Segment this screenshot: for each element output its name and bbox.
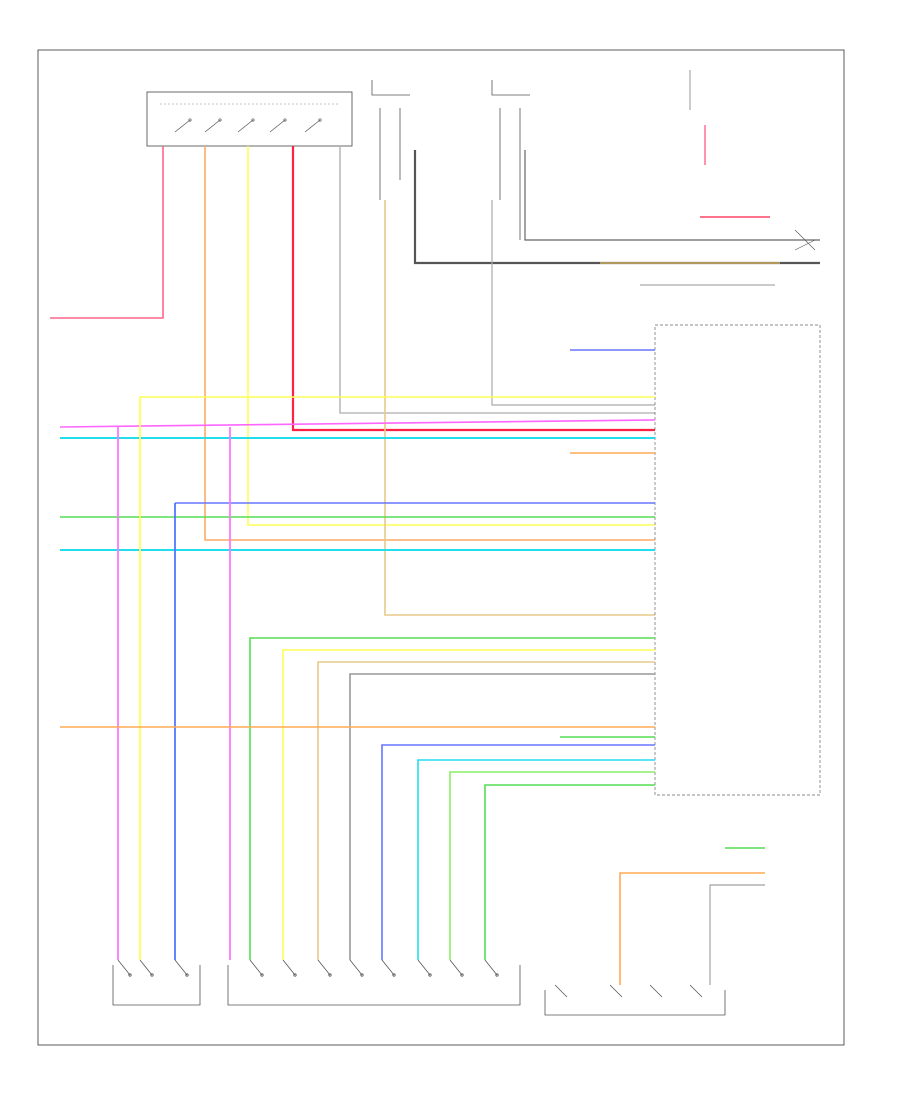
wire-green-a — [249, 637, 655, 960]
diagram-border — [37, 49, 845, 1046]
wire-tan-a — [317, 661, 655, 960]
relay-group — [371, 80, 530, 240]
top-switch-assembly — [146, 91, 353, 147]
wire-tan-top — [384, 200, 655, 616]
driver-adjuster-switch — [227, 959, 521, 1006]
wire-cyan-a — [417, 759, 655, 960]
wire-red-left — [50, 146, 164, 319]
wire-orange — [204, 146, 655, 541]
module-lower-wires — [60, 637, 655, 960]
top-switch-wires — [50, 146, 655, 541]
wire-dark-ground — [413, 150, 820, 265]
wire-dark-ground-2 — [524, 150, 820, 241]
wire-green-b — [449, 771, 655, 960]
wire-orange-memory — [619, 872, 765, 985]
wire-gray-a — [349, 673, 655, 960]
wire-yellow — [247, 146, 655, 526]
passenger-module-box — [654, 324, 821, 796]
wire-magenta-top — [59, 419, 656, 428]
module-upper-wires — [59, 349, 656, 551]
wire-gray-vertical — [491, 200, 655, 406]
driver-lumbar-switch — [112, 959, 201, 1006]
wire-blue-a — [381, 744, 655, 960]
wire-gray — [339, 146, 655, 414]
wire-yellow-a — [282, 649, 655, 960]
top-right-fuse — [689, 70, 816, 251]
left-vertical-wires — [117, 397, 231, 960]
wire-green-c — [484, 784, 655, 960]
driver-memory-switch — [544, 984, 726, 1016]
wire-gray-memory — [709, 884, 765, 985]
wire-red — [291, 146, 655, 432]
